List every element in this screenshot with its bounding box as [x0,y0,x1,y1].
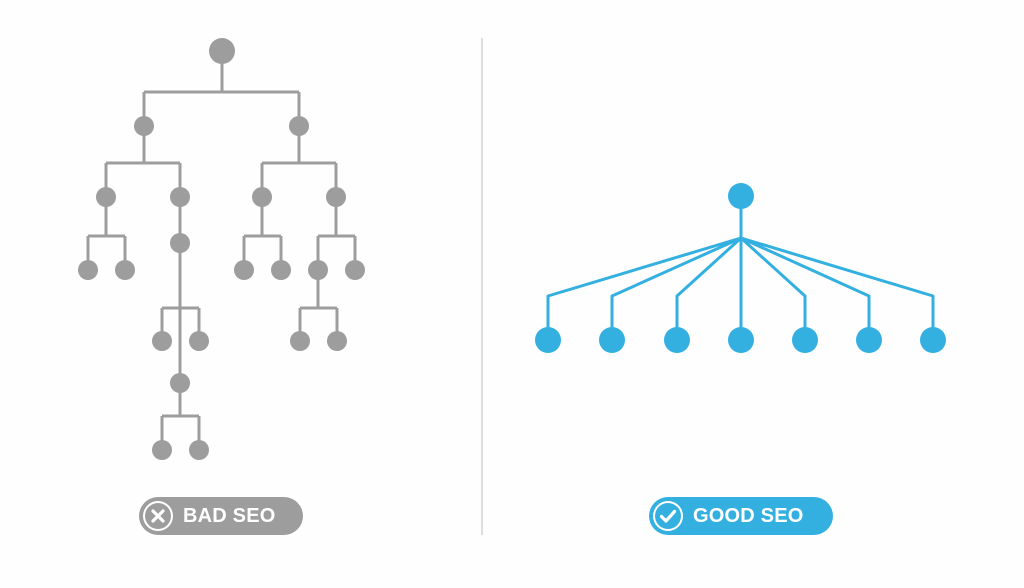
checkmark-icon [653,501,683,531]
bad-node [78,260,98,280]
bad-node [134,116,154,136]
bad-tree-edges [86,51,357,450]
bad-seo-badge: BAD SEO [139,497,303,535]
good-node [856,327,882,353]
bad-seo-label: BAD SEO [183,504,276,527]
good-node [664,327,690,353]
bad-node [289,116,309,136]
bad-node [170,373,190,393]
bad-node [96,187,116,207]
bad-node [290,331,310,351]
bad-node [345,260,365,280]
bad-seo-tree [86,51,357,450]
bad-node [152,440,172,460]
bad-root-node [209,38,235,64]
good-tree-edges [546,196,935,340]
bad-node [170,233,190,253]
bad-node [252,187,272,207]
good-seo-badge: GOOD SEO [649,497,833,535]
bad-node [115,260,135,280]
bad-node [326,187,346,207]
bad-node [189,440,209,460]
good-seo-tree [546,196,935,340]
bad-node [152,331,172,351]
good-node [792,327,818,353]
bad-tree-nodes [78,38,365,460]
x-icon [143,501,173,531]
bad-node [234,260,254,280]
good-node [535,327,561,353]
good-node [728,327,754,353]
good-tree-nodes [535,183,946,353]
bad-node [327,331,347,351]
good-node [920,327,946,353]
bad-node [308,260,328,280]
bad-node [189,331,209,351]
good-root-node [728,183,754,209]
bad-node [271,260,291,280]
good-node [599,327,625,353]
good-seo-label: GOOD SEO [693,504,804,527]
bad-node [170,187,190,207]
